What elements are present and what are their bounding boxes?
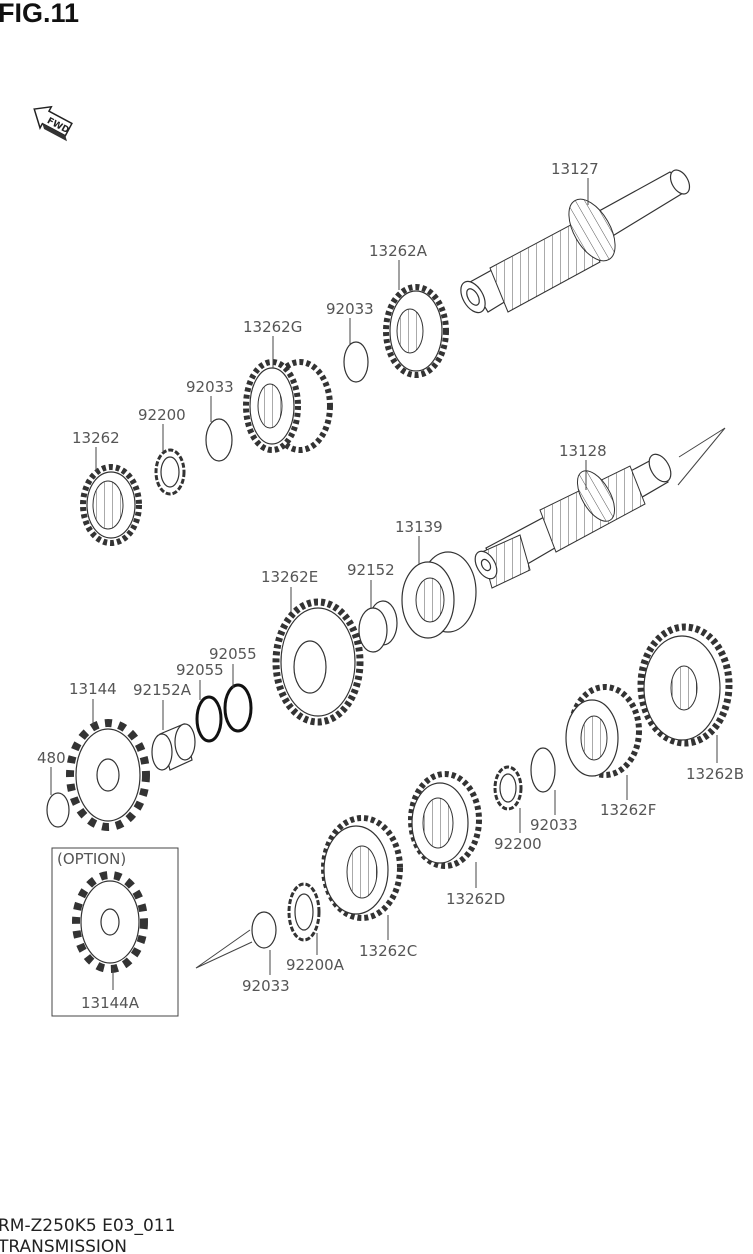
- circlip-480: [46, 792, 70, 828]
- circlip-92033-right: [530, 747, 556, 793]
- label-option: (OPTION): [57, 850, 126, 868]
- label-13128: 13128: [559, 442, 607, 460]
- label-480: 480: [37, 749, 66, 767]
- label-13262: 13262: [72, 429, 120, 447]
- label-92055-a: 92055: [209, 645, 257, 663]
- label-13262G: 13262G: [243, 318, 302, 336]
- leader-lines: [50, 178, 718, 990]
- label-13262A: 13262A: [369, 242, 428, 260]
- collar-92152A: [151, 723, 196, 771]
- oring-92055-b: [195, 695, 223, 743]
- oring-92055-a: [223, 683, 253, 733]
- collar-92152: [358, 600, 398, 653]
- gear-13262F: [565, 684, 642, 778]
- shaft-connector-line: [677, 427, 726, 486]
- label-92033-c: 92033: [530, 816, 578, 834]
- label-92055-b: 92055: [176, 661, 224, 679]
- label-13144A: 13144A: [81, 994, 140, 1012]
- circlip-92033-upper: [343, 341, 369, 383]
- label-13139: 13139: [395, 518, 443, 536]
- gear-13262C: [321, 815, 403, 921]
- fwd-arrow-icon: FWD: [33, 105, 73, 142]
- countershaft-13127: [460, 169, 691, 314]
- bottom-connector-line: [195, 929, 253, 969]
- label-92033-a: 92033: [326, 300, 374, 318]
- label-13262D: 13262D: [446, 890, 505, 908]
- label-13144: 13144: [69, 680, 117, 698]
- washer-92200-right: [493, 765, 523, 811]
- driveshaft-13128: [474, 453, 672, 589]
- sprocket-13144A: [72, 871, 148, 973]
- label-92033-b: 92033: [186, 378, 234, 396]
- footer-model: RM-Z250K5 E03_011: [0, 1216, 175, 1236]
- label-13127: 13127: [551, 160, 599, 178]
- gear-13262B: [637, 623, 733, 747]
- gear-13262G: [243, 359, 333, 453]
- circlip-92033-bottom: [251, 911, 277, 949]
- label-13262F: 13262F: [600, 801, 656, 819]
- label-92152A: 92152A: [133, 681, 192, 699]
- label-92200-b: 92200: [494, 835, 542, 853]
- label-13262E: 13262E: [261, 568, 318, 586]
- hub-13139: [401, 551, 477, 639]
- label-13262C: 13262C: [359, 942, 417, 960]
- label-92200A: 92200A: [286, 956, 345, 974]
- option-box: [51, 847, 179, 1017]
- washer-92200A: [287, 882, 321, 942]
- label-13262B: 13262B: [686, 765, 744, 783]
- label-92152: 92152: [347, 561, 395, 579]
- gear-13262E: [272, 598, 364, 726]
- washer-92200-upper: [154, 448, 186, 496]
- gear-13262D: [408, 771, 482, 869]
- gear-13262: [80, 464, 142, 546]
- label-92033-d: 92033: [242, 977, 290, 995]
- label-92200-a: 92200: [138, 406, 186, 424]
- gear-13262A: [383, 284, 449, 378]
- footer-section: TRANSMISSION: [0, 1237, 127, 1254]
- circlip-92033-mid: [205, 418, 233, 462]
- figure-title: FIG.11: [0, 0, 79, 28]
- sprocket-13144: [66, 719, 150, 831]
